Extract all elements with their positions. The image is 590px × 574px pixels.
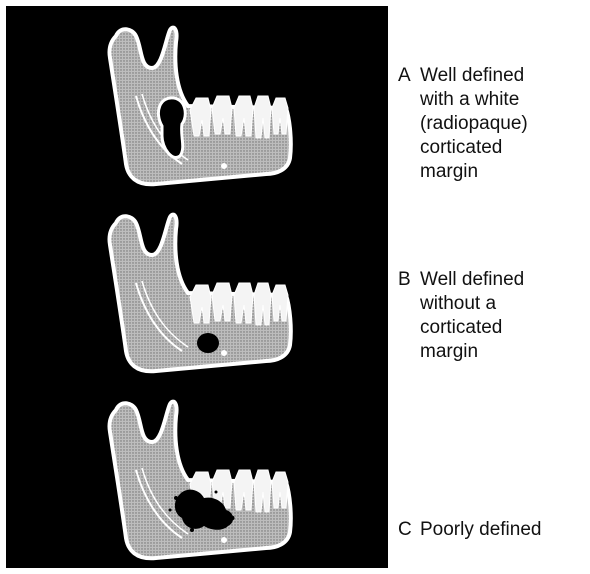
caption-c-letter: C: [398, 518, 420, 542]
caption-a: A Well defined with a white (radiopaque)…: [398, 64, 588, 184]
caption-b-letter: B: [398, 268, 420, 364]
caption-a-text: Well defined with a white (radiopaque) c…: [420, 64, 528, 184]
caption-a-letter: A: [398, 64, 420, 184]
figure-panel: [6, 6, 388, 568]
mandible-a: [109, 28, 290, 185]
mandible-b: [109, 215, 290, 372]
mandible-illustrations: [6, 6, 388, 568]
mandible-c: [109, 402, 290, 559]
caption-b-text: Well defined without a corticated margin: [420, 268, 524, 364]
caption-b: B Well defined without a corticated marg…: [398, 268, 588, 364]
caption-c: C Poorly defined: [398, 518, 588, 542]
caption-c-text: Poorly defined: [420, 518, 541, 542]
lesion-b-noncorticated: [197, 333, 219, 353]
